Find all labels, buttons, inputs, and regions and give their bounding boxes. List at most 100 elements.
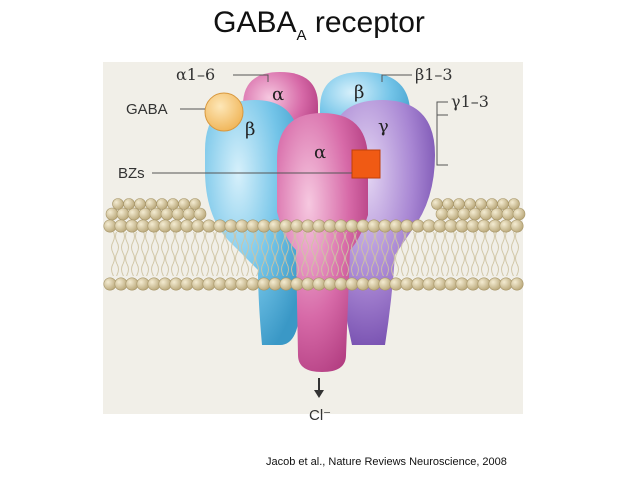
lipid-head [455,219,469,233]
lipid-head [389,277,403,291]
lipid-head [290,277,304,291]
lipid-head [512,207,526,221]
lipid-head [464,198,476,210]
lipid-head [444,277,458,291]
lipid-head [158,277,172,291]
bzs-label: BZs [118,165,145,182]
alpha-range-label: α1–6 [176,65,215,84]
lipid-head [323,277,337,291]
lipid-head [149,207,163,221]
lipid-head [167,198,179,210]
lipid-head [268,219,282,233]
lipid-head [180,277,194,291]
lipid-head [279,219,293,233]
alpha-front-letter: α [314,142,326,163]
lipid-head [134,198,146,210]
lipid-head [156,198,168,210]
chloride-label: Cl⁻ [309,407,331,424]
beta-left-letter: β [245,119,255,140]
lipid-head [290,219,304,233]
lipid-head [455,277,469,291]
gamma-range-label: γ1–3 [451,92,489,111]
lipid-head [367,277,381,291]
lipid-head [202,219,216,233]
lipid-head [490,207,504,221]
lipid-head [136,219,150,233]
lipid-head [356,277,370,291]
lipid-head [301,219,315,233]
lipid-head [114,277,128,291]
title-subscript: A [296,27,307,44]
lipid-head [479,207,493,221]
lipid-head [334,277,348,291]
lipid-head [477,277,491,291]
beta-back-letter: β [354,82,364,103]
lipid-head [160,207,174,221]
lipid-head [103,219,117,233]
lipid-head [486,198,498,210]
lipid-head [400,219,414,233]
lipid-head [127,207,141,221]
lipid-head [279,277,293,291]
lipid-head [431,198,443,210]
lipid-head [169,277,183,291]
lipid-head [312,219,326,233]
lipid-head [323,219,337,233]
lipid-head [136,277,150,291]
lipid-head [442,198,454,210]
lipid-head [103,277,117,291]
lipid-head [246,219,260,233]
lipid-head [446,207,460,221]
lipid-head [477,219,491,233]
lipid-head [457,207,471,221]
lipid-heads-bottom [103,277,524,291]
lipid-head [510,219,524,233]
lipid-head [345,277,359,291]
gamma-letter: γ [378,116,389,137]
beta-range-label: β1–3 [415,65,453,84]
lipid-head [475,198,487,210]
lipid-head [246,277,260,291]
lipid-head [182,207,196,221]
page-title: GABAA receptor [213,6,425,44]
citation: Jacob et al., Nature Reviews Neuroscienc… [266,456,507,468]
lipid-head [367,219,381,233]
gaba-binding-site [204,92,244,132]
lipid-head [138,207,152,221]
lipid-head [147,277,161,291]
lipid-head [213,277,227,291]
lipid-head [180,219,194,233]
lipid-head [488,277,502,291]
lipid-head [191,219,205,233]
lipid-head [466,219,480,233]
lipid-head [235,219,249,233]
lipid-head [169,219,183,233]
lipid-head [378,277,392,291]
lipid-head [422,277,436,291]
lipid-head [193,207,207,221]
lipid-head [114,219,128,233]
lipid-head [411,219,425,233]
bz-binding-site [351,149,381,179]
lipid-head [433,277,447,291]
lipid-head [433,219,447,233]
lipid-head [510,277,524,291]
lipid-heads-top [103,207,526,233]
lipid-head [400,277,414,291]
lipid-heads-top-back [112,198,520,210]
lipid-head [257,277,271,291]
lipid-head [466,277,480,291]
lipid-head [334,219,348,233]
alpha-back-letter: α [272,84,284,105]
lipid-head [191,277,205,291]
lipid-head [453,198,465,210]
lipid-head [501,207,515,221]
lipid-head [224,277,238,291]
lipid-head [116,207,130,221]
lipid-head [158,219,172,233]
lipid-tails [110,232,520,276]
lipid-head [411,277,425,291]
lipid-head [213,219,227,233]
lipid-head [145,198,157,210]
